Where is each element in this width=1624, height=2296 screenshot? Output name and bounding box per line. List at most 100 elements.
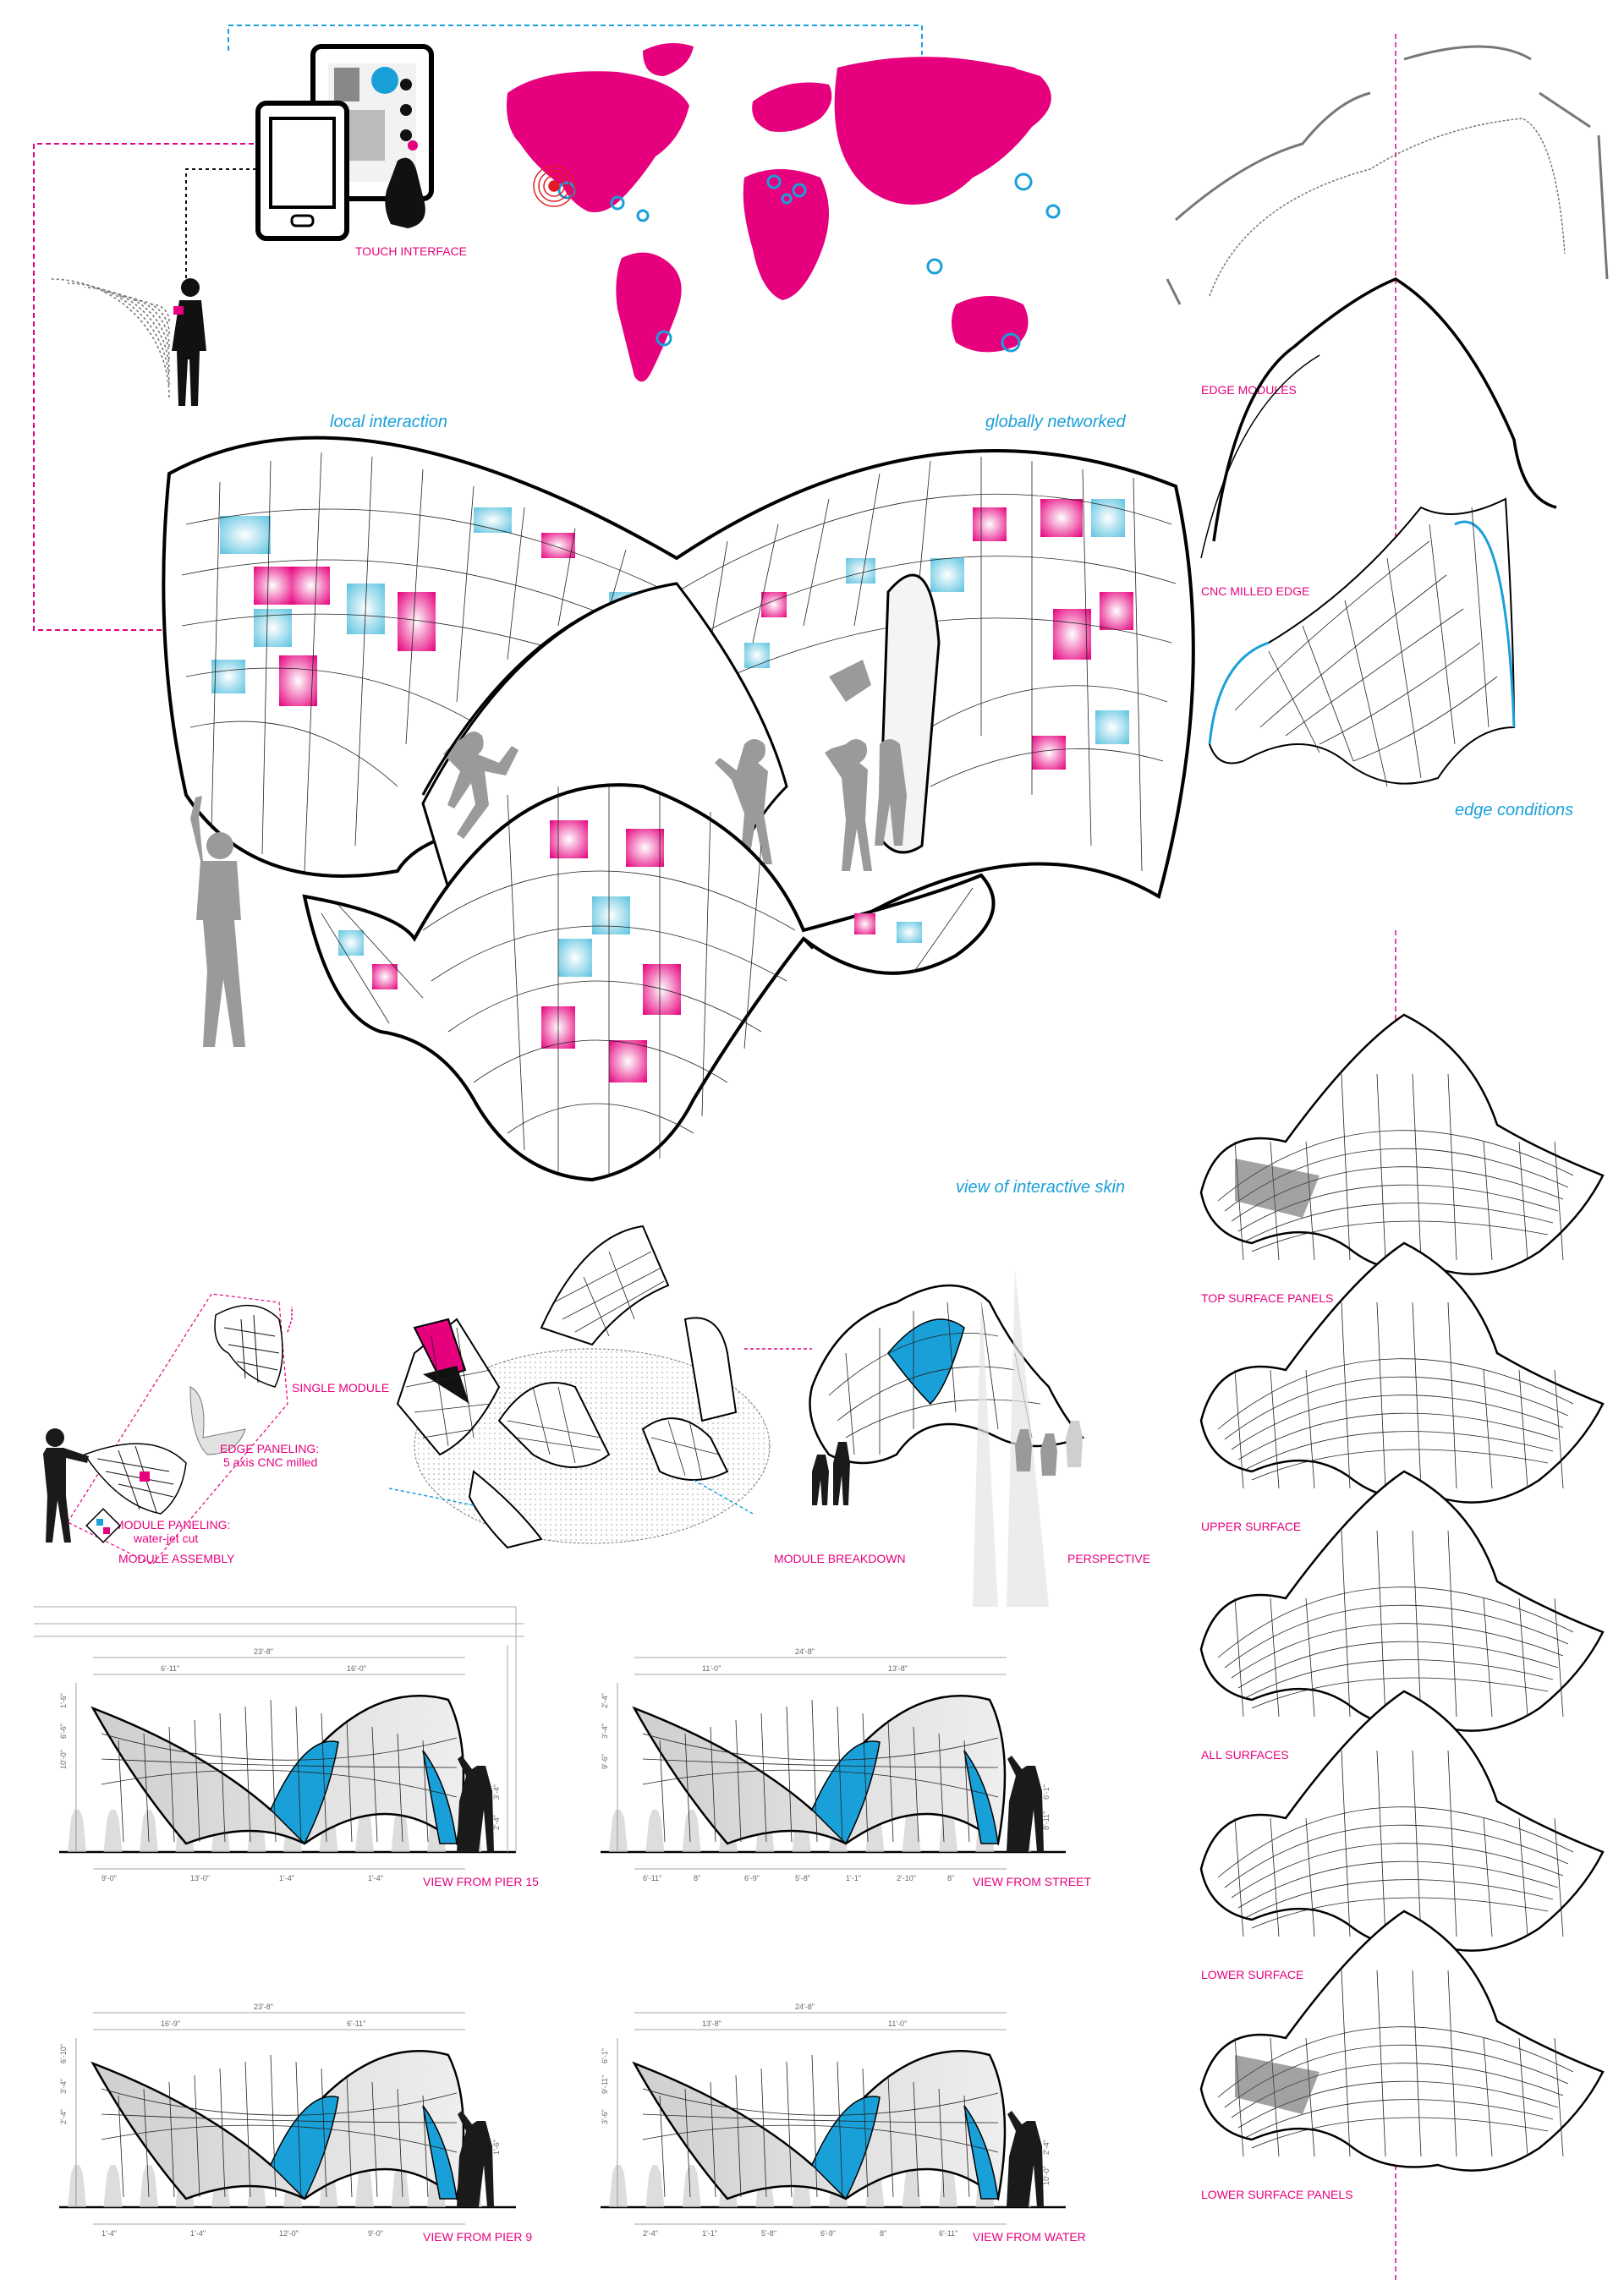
dim-side-label: 10'-0": [1042, 2166, 1051, 2185]
elevations: 23'-8"6'-11"16'-0"9'-0"13'-0"1'-4"1'-4"1…: [34, 1606, 1091, 2244]
dim-side-label: 3'-4": [492, 1784, 501, 1800]
elevation-label: VIEW FROM PIER 15: [423, 1875, 539, 1888]
dim-top-label: 6'-11": [347, 2019, 365, 2028]
foreground-person: [1007, 1756, 1044, 1852]
local-link-line: [33, 143, 254, 631]
dim-bottom-label: 1'-4": [190, 2229, 206, 2238]
dim-side-label: 6'-1": [1042, 1784, 1051, 1800]
perspective-panel: PERSPECTIVE: [744, 1269, 1150, 1607]
leaning-person-silhouette: [43, 1428, 89, 1543]
dim-side-label: 2'-4": [492, 1815, 501, 1830]
dim-side-label: 2'-4": [59, 2109, 68, 2124]
edge-conditions-panel: EDGE MODULES CNC MILLED EDGE edge condit…: [1166, 34, 1609, 819]
elevation-water: 24'-8"13'-8"11'-0"2'-4"1'-1"5'-8"6'-9"8"…: [601, 2003, 1086, 2244]
dim-side-label: 3'-4": [601, 1723, 609, 1739]
dim-side-label: 1'-6": [492, 2140, 501, 2155]
network-node-markers: [557, 173, 1061, 353]
dim-bottom-label: 2'-10": [897, 1874, 916, 1882]
dim-bottom-label: 6'-11": [939, 2229, 957, 2238]
top-section: TOUCH INTERFACE local interaction: [33, 25, 1127, 634]
dim-side-label: 2'-4": [601, 1693, 609, 1708]
edge-paneling-label-2: 5 axis CNC milled: [223, 1455, 317, 1469]
module-breakdown-label: MODULE BREAKDOWN: [774, 1552, 906, 1565]
surface-layer-5: LOWER SURFACE PANELS: [1199, 1910, 1605, 2201]
elevation-grid: [642, 1699, 999, 1843]
edge-paneling-shape: [189, 1386, 246, 1455]
interactive-skin-view: view of interactive skin: [162, 436, 1195, 1197]
elevation-blue-edge: [270, 2096, 339, 2200]
layer-grid: [1217, 1073, 1574, 1261]
single-module-shape: [214, 1305, 283, 1388]
globally-networked-label: globally networked: [985, 413, 1127, 431]
dim-bottom-label: 6'-9": [820, 2229, 836, 2238]
dim-bottom-label: 1'-1": [846, 1874, 861, 1882]
layer-grid: [1217, 1301, 1574, 1489]
dim-side-label: 3'-4": [59, 2079, 68, 2094]
single-module-label: SINGLE MODULE: [292, 1381, 389, 1395]
canopy-panels: [211, 499, 1133, 770]
dim-side-label: 9'-6": [601, 1754, 609, 1769]
foreground-person: [457, 1756, 494, 1852]
dim-top-label: 11'-0": [888, 2019, 907, 2028]
dim-side-label: 6'-1": [601, 2048, 609, 2063]
elevation-pier15: 23'-8"6'-11"16'-0"9'-0"13'-0"1'-4"1'-4"1…: [59, 1647, 539, 1888]
dim-top-label: 13'-8": [888, 1664, 908, 1673]
dim-side-label: 6'-6": [59, 1723, 68, 1739]
edge-conditions-label: edge conditions: [1455, 801, 1573, 819]
dim-bottom-label: 5'-8": [795, 1874, 810, 1882]
signal-waves-icon: [50, 278, 170, 398]
edge-highlight-right: [1454, 520, 1516, 728]
elevation-grid: [642, 2054, 999, 2198]
dim-top-label: 13'-8": [702, 2019, 721, 2028]
world-map: [507, 43, 1051, 382]
layer-label: LOWER SURFACE PANELS: [1201, 2188, 1352, 2201]
perspective-label: PERSPECTIVE: [1067, 1552, 1150, 1565]
origin-pulse-icon: [533, 165, 575, 207]
dim-bottom-label: 9'-0": [102, 1874, 117, 1882]
edge-paneling-label-1: EDGE PANELING:: [220, 1442, 319, 1455]
edge-surface-grid: [1234, 507, 1498, 787]
elevation-canopy: [632, 2050, 1007, 2201]
layer-grid: [1217, 1530, 1574, 1718]
module-shadow: [423, 1366, 469, 1404]
layer-label: UPPER SURFACE: [1201, 1520, 1301, 1533]
dim-bottom-label: 5'-8": [761, 2229, 776, 2238]
dim-bottom-label: 13'-0": [190, 1874, 210, 1882]
elevation-label: VIEW FROM PIER 9: [423, 2230, 532, 2244]
arch-edge: [421, 582, 678, 796]
elevation-street: 24'-8"11'-0"13'-8"6'-11"8"6'-9"5'-8"1'-1…: [601, 1647, 1091, 1888]
elevation-label: VIEW FROM WATER: [973, 2230, 1086, 2244]
person-with-phone-silhouette: [172, 278, 206, 406]
elevation-blue-edge: [811, 1740, 881, 1845]
canopy-wireframe: [181, 452, 1177, 872]
surface-layer-4: LOWER SURFACE: [1199, 1690, 1605, 1981]
perspective-people: [812, 1421, 1083, 1505]
layer-grid: [1217, 1750, 1574, 1937]
dim-bottom-label: 2'-4": [643, 2229, 658, 2238]
layer-outline: [1199, 1241, 1605, 1504]
cnc-edge-curve: [1212, 277, 1557, 542]
perspective-blue-edge: [887, 1318, 965, 1406]
module-paneling-label-2: water-jet cut: [133, 1532, 198, 1545]
dim-bottom-label: 9'-0": [368, 2229, 383, 2238]
dim-top-label: 6'-11": [161, 1664, 179, 1673]
breakdown-grid: [405, 1251, 720, 1481]
module-leader: [287, 1307, 293, 1333]
dim-bottom-label: 6'-9": [744, 1874, 760, 1882]
pointing-child-silhouette: [190, 796, 245, 1047]
touch-interface-label: TOUCH INTERFACE: [355, 244, 467, 258]
layer-outline: [1199, 1013, 1605, 1275]
layer-grid: [1217, 1970, 1574, 2157]
layer-outline: [1199, 1470, 1605, 1732]
dim-bottom-label: 1'-4": [368, 1874, 383, 1882]
surface-layer-3: ALL SURFACES: [1199, 1470, 1605, 1762]
layer-label: LOWER SURFACE: [1201, 1968, 1303, 1981]
surface-layer-1: TOP SURFACE PANELS: [1199, 1013, 1605, 1305]
module-assembly-panel: SINGLE MODULE EDGE PANELING: 5 axis CNC …: [43, 1293, 389, 1565]
dim-side-label: 9'-11": [601, 2075, 609, 2094]
dim-top-label: 16'-0": [347, 1664, 366, 1673]
module-paneling-label-1: MODULE PANELING:: [114, 1518, 230, 1532]
